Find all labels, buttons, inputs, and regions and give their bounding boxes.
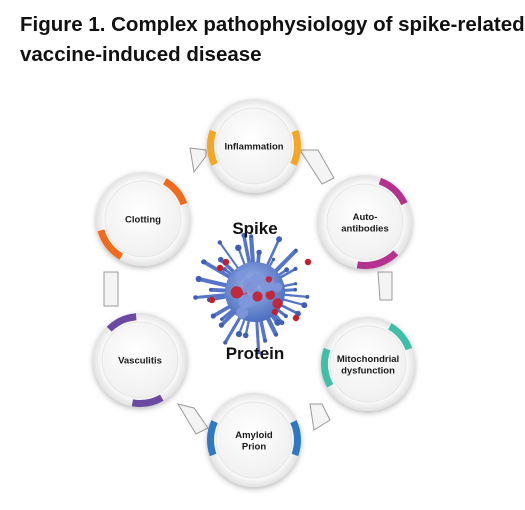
node-accent-arc — [290, 129, 302, 166]
connector-4 — [176, 403, 209, 435]
spike-tip — [263, 338, 268, 343]
spike-tip — [218, 322, 224, 328]
cycle-connectors — [103, 147, 393, 435]
spike-tip — [276, 236, 282, 243]
spike-tip — [210, 313, 216, 319]
spike-tip — [256, 350, 261, 355]
node-label: Inflammation — [224, 142, 283, 153]
cycle-nodes: InflammationAuto-antibodiesMitochondrial… — [93, 99, 415, 487]
spike-tip — [235, 331, 243, 338]
node-inner-disc — [329, 325, 407, 403]
protein-blob — [247, 282, 259, 295]
node-inner-disc — [326, 183, 404, 261]
node-clotting: Clotting — [96, 172, 190, 266]
spike-tip — [242, 332, 249, 339]
node-accent-arc — [290, 420, 302, 457]
spike-tip — [305, 294, 310, 299]
figure-title-line-2: vaccine-induced disease — [20, 43, 262, 66]
protein-blob — [239, 293, 254, 308]
node-label: Vasculitis — [118, 356, 162, 367]
figure-title: Figure 1. Complex pathophysiology of spi… — [20, 10, 525, 70]
protein-blob — [252, 274, 263, 285]
spike-tip — [293, 287, 298, 292]
node-accent-arc — [206, 420, 218, 457]
spike-tip — [274, 319, 281, 326]
connector-6 — [189, 147, 207, 174]
node-accent-arc — [106, 313, 137, 332]
node-accent-arc — [320, 347, 334, 388]
protein-blob — [252, 291, 263, 302]
spike-tip — [294, 248, 298, 253]
node-inflammation: Inflammation — [206, 99, 302, 193]
connector-2 — [377, 271, 393, 301]
spike-tip — [284, 267, 289, 273]
node-accent-arc — [387, 323, 413, 351]
center-label-protein: Protein — [226, 344, 285, 363]
node-label: Amyloid — [235, 430, 273, 441]
node-inner-disc — [215, 107, 293, 185]
node-label: Clotting — [125, 215, 161, 226]
red-particle — [304, 258, 312, 266]
spike-tip — [293, 266, 298, 271]
spike-tip — [294, 282, 298, 286]
spike-tip — [283, 314, 288, 319]
node-inner-disc — [104, 180, 182, 258]
spike-tip — [220, 317, 224, 321]
node-auto-antibodies: Auto-antibodies — [318, 175, 412, 269]
node-accent-arc — [206, 129, 218, 166]
node-accent-arc — [97, 229, 124, 260]
protein-blob — [272, 282, 283, 292]
protein-blob — [265, 290, 276, 300]
spike-tip — [274, 332, 278, 337]
node-accent-arc — [131, 394, 164, 407]
node-label: Prion — [242, 441, 266, 452]
protein-blob — [265, 276, 273, 283]
spike-tip — [241, 232, 247, 238]
node-inner-disc — [101, 321, 179, 399]
spike-tip — [279, 320, 285, 326]
spike-tip — [195, 275, 202, 283]
spike-tip — [201, 259, 207, 265]
protein-blob — [272, 298, 283, 309]
spike-tip — [222, 267, 227, 272]
spike-tip — [223, 340, 228, 345]
node-label: Auto- — [353, 212, 378, 223]
connector-1 — [299, 149, 335, 185]
node-accent-arc — [378, 177, 408, 206]
figure-title-line-1: Figure 1. Complex pathophysiology of spi… — [20, 13, 525, 36]
connector-3 — [309, 403, 331, 431]
red-particle — [208, 296, 216, 304]
red-particle — [216, 264, 224, 272]
red-particle — [271, 308, 279, 316]
protein-blob — [236, 306, 249, 319]
spike-tip — [209, 288, 213, 292]
spike-protein-illustration — [193, 232, 312, 355]
node-accent-arc — [162, 178, 188, 206]
node-vasculitis: Vasculitis — [93, 313, 187, 407]
node-label: antibodies — [341, 223, 389, 234]
spike-tip — [301, 302, 308, 309]
spike-tip — [235, 244, 242, 251]
pathophysiology-cycle-diagram: Spike Protein InflammationAuto-antibodie… — [93, 99, 415, 487]
node-label: Mitochondrial — [337, 354, 399, 365]
center-label-spike: Spike — [232, 219, 277, 238]
red-particle — [292, 314, 300, 322]
spike-tip — [193, 295, 198, 300]
spike-tip — [249, 234, 254, 239]
spike-tip — [217, 240, 222, 245]
protein-blob — [236, 271, 246, 281]
node-label: dysfunction — [341, 365, 395, 376]
protein-blob — [230, 286, 243, 299]
spike-tip — [218, 256, 224, 263]
connector-5 — [103, 271, 119, 307]
spike-tip — [271, 257, 276, 261]
spike-tip — [256, 249, 262, 255]
node-accent-arc — [356, 250, 399, 269]
red-particle — [222, 258, 230, 266]
node-inner-disc — [215, 401, 293, 479]
